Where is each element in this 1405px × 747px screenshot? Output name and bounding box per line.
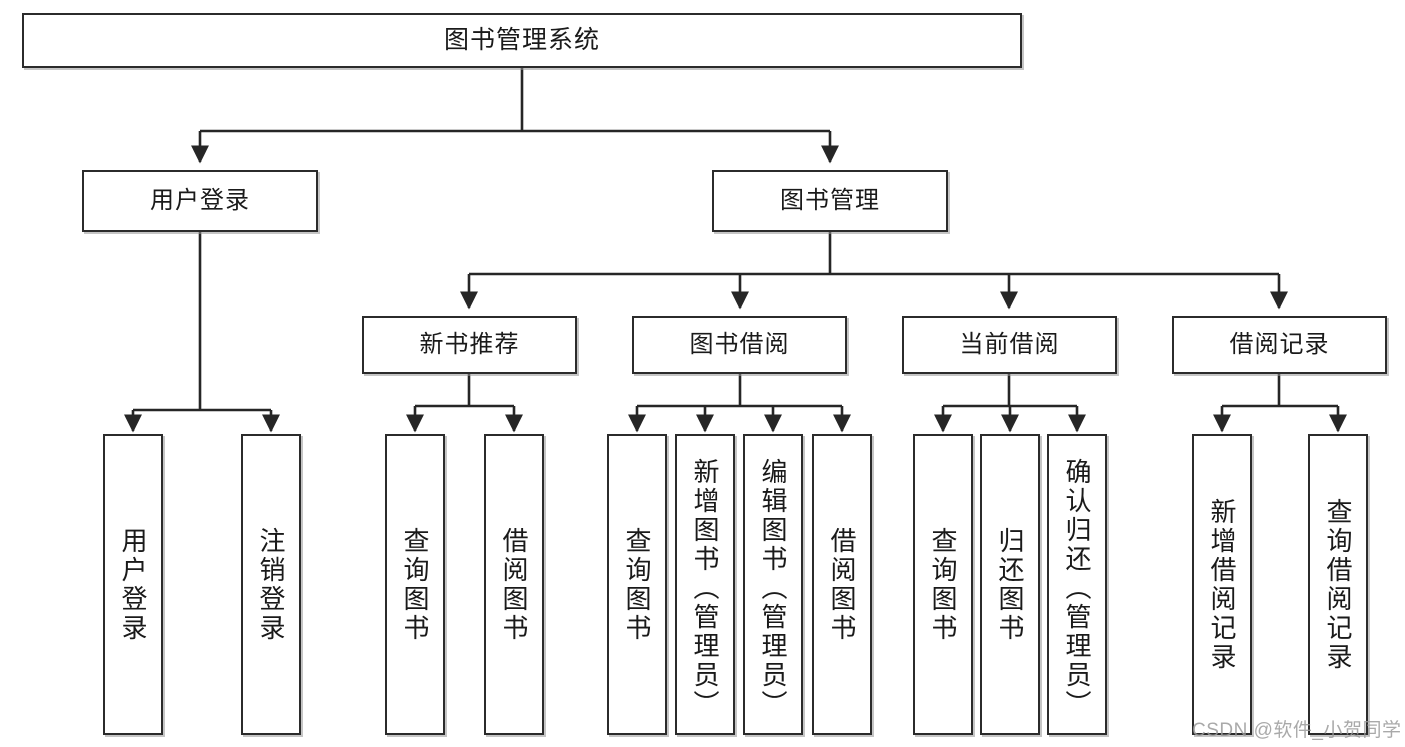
leaf-confirm-return-admin-label: 确认归还（管理员） [1062,458,1092,719]
node-book-management-label: 图书管理 [780,186,880,214]
leaf-add-book-admin-label: 新增图书（管理员） [690,458,720,719]
leaf-query-borrow-record[interactable]: 查询借阅记录 [1308,434,1368,735]
node-user-login[interactable]: 用户登录 [82,170,318,232]
node-new-book-recommend-label: 新书推荐 [419,330,520,358]
leaf-recommend-borrow-book-label: 借阅图书 [499,526,529,643]
leaf-borrow-book-label: 借阅图书 [827,526,857,643]
node-user-login-label: 用户登录 [150,186,250,214]
csdn-watermark: CSDN @软件_小贺同学 [1192,720,1402,741]
leaf-confirm-return-admin[interactable]: 确认归还（管理员） [1047,434,1107,735]
node-borrow-record-label: 借阅记录 [1229,330,1330,358]
node-root-label: 图书管理系统 [443,25,600,54]
leaf-recommend-query-book-label: 查询图书 [400,526,430,643]
leaf-user-login-label: 用户登录 [118,526,148,643]
leaf-edit-book-admin-label: 编辑图书（管理员） [758,458,788,719]
node-book-management[interactable]: 图书管理 [712,170,948,232]
leaf-logout[interactable]: 注销登录 [241,434,301,735]
leaf-logout-label: 注销登录 [256,526,286,643]
leaf-current-query-book[interactable]: 查询图书 [913,434,973,735]
node-root[interactable]: 图书管理系统 [22,13,1022,68]
node-new-book-recommend[interactable]: 新书推荐 [362,316,577,374]
leaf-add-borrow-record-label: 新增借阅记录 [1207,497,1237,672]
node-book-borrow-label: 图书借阅 [689,330,790,358]
node-book-borrow[interactable]: 图书借阅 [632,316,847,374]
node-borrow-record[interactable]: 借阅记录 [1172,316,1387,374]
leaf-borrow-query-book-label: 查询图书 [622,526,652,643]
leaf-recommend-query-book[interactable]: 查询图书 [385,434,445,735]
leaf-user-login[interactable]: 用户登录 [103,434,163,735]
leaf-borrow-book[interactable]: 借阅图书 [812,434,872,735]
leaf-borrow-query-book[interactable]: 查询图书 [607,434,667,735]
leaf-return-book[interactable]: 归还图书 [980,434,1040,735]
node-current-borrow-label: 当前借阅 [959,330,1060,358]
leaf-query-borrow-record-label: 查询借阅记录 [1323,497,1353,672]
leaf-return-book-label: 归还图书 [995,526,1025,643]
leaf-recommend-borrow-book[interactable]: 借阅图书 [484,434,544,735]
node-current-borrow[interactable]: 当前借阅 [902,316,1117,374]
leaf-current-query-book-label: 查询图书 [928,526,958,643]
leaf-edit-book-admin[interactable]: 编辑图书（管理员） [743,434,803,735]
leaf-add-book-admin[interactable]: 新增图书（管理员） [675,434,735,735]
leaf-add-borrow-record[interactable]: 新增借阅记录 [1192,434,1252,735]
